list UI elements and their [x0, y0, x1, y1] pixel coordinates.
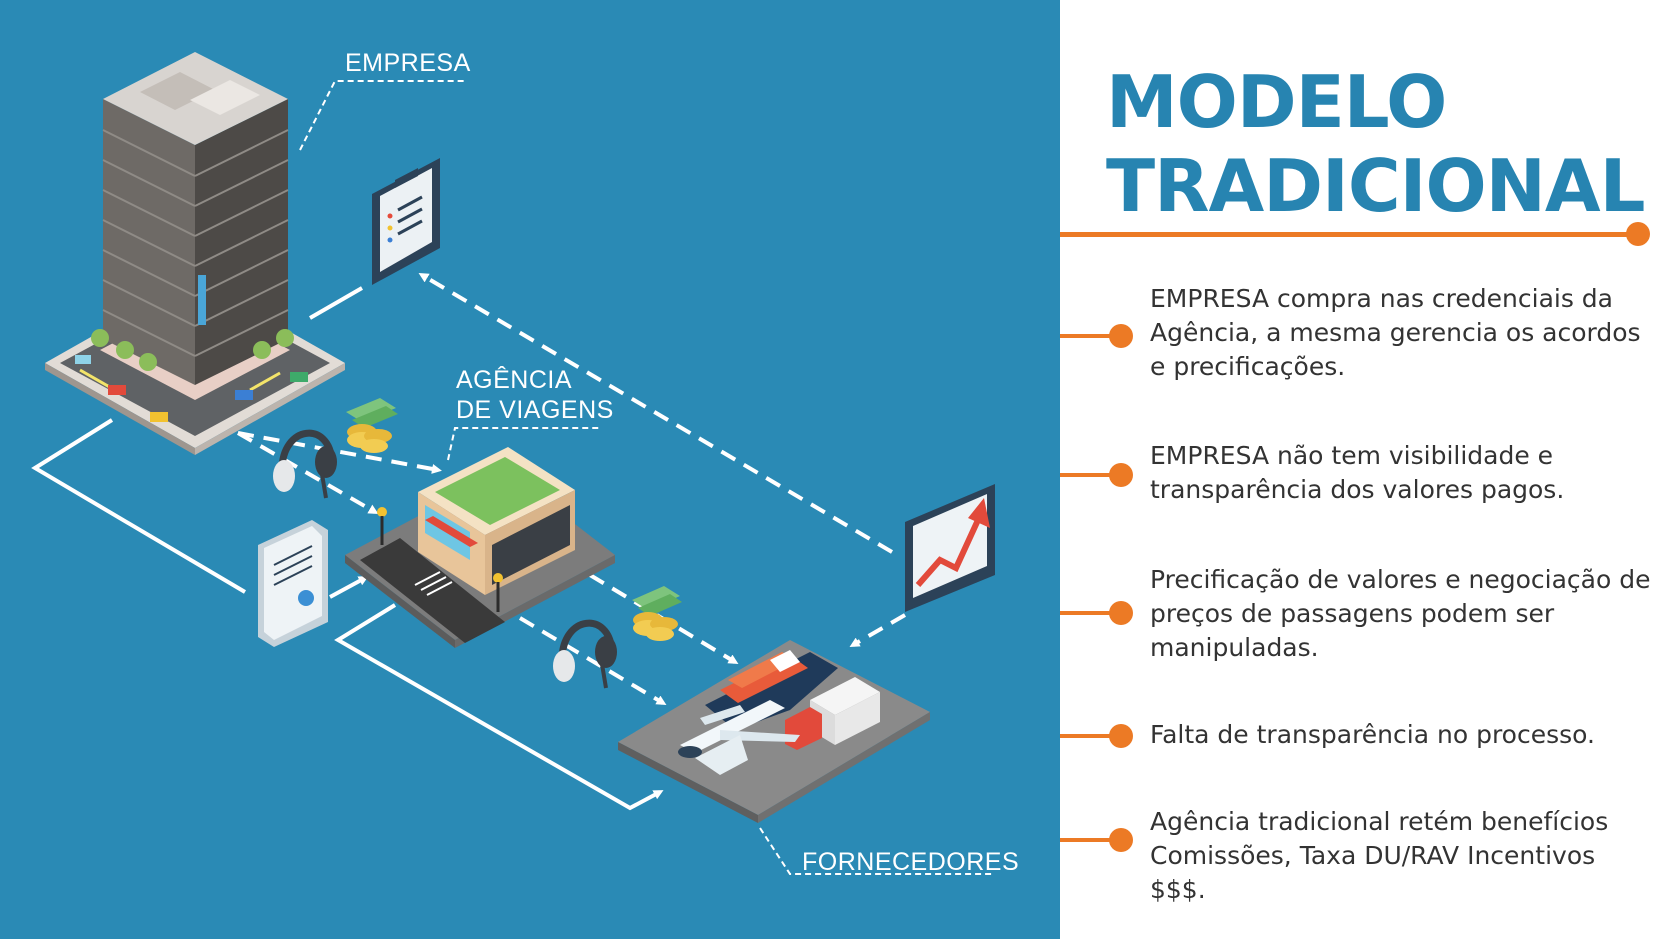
leader-agencia [447, 427, 600, 461]
label-fornecedores: FORNECEDORES [802, 848, 1020, 876]
bullet-dot-icon [1109, 724, 1133, 748]
solid-flow-lines [31, 286, 664, 811]
flow-diagram [31, 52, 995, 875]
diagram-panel: EMPRESA AGÊNCIA DE VIAGENS FORNECEDORES [0, 0, 1060, 939]
title-line-2: TRADICIONAL [1106, 144, 1646, 228]
flow-line-empresa-clipboard [309, 286, 363, 320]
dashed-chart-to-fornecedores [849, 613, 906, 647]
flow-line-agencia-fornecedores [334, 603, 664, 811]
info-panel: MODELO TRADICIONAL EMPRESA compra nas cr… [1060, 0, 1680, 939]
money-icon [346, 398, 398, 453]
label-agencia-line1: AGÊNCIA [456, 366, 573, 394]
label-agencia-line2: DE VIAGENS [456, 396, 614, 424]
bullet-line [1060, 473, 1116, 477]
bullet-line [1060, 734, 1116, 738]
point-text: EMPRESA compra nas credenciais da Agênci… [1150, 284, 1641, 381]
leader-empresa [299, 80, 465, 151]
headset-icon [553, 619, 617, 689]
title-divider-dot [1626, 222, 1650, 246]
bullet-line [1060, 334, 1116, 338]
dashed-empresa-to-agencia-2 [237, 431, 379, 514]
bullet-dot-icon [1109, 463, 1133, 487]
bullet-dot-icon [1109, 324, 1133, 348]
point-text: Precificação de valores e negociação de … [1150, 565, 1651, 662]
dashed-empresa-to-agencia-1 [237, 431, 442, 474]
point-text: Agência tradicional retém benefícios Com… [1150, 807, 1609, 904]
chart-up-icon [905, 484, 995, 612]
label-leaders [299, 80, 992, 875]
headset-icon [273, 429, 337, 499]
title-line-1: MODELO [1106, 60, 1447, 144]
bullet-dot-icon [1109, 601, 1133, 625]
money-icon [632, 586, 682, 641]
bullet-line [1060, 838, 1116, 842]
document-icon [258, 520, 328, 647]
leader-fornecedores [759, 827, 992, 875]
travel-agency-store-icon [345, 447, 615, 648]
clipboard-icon [372, 158, 440, 285]
point-text: EMPRESA não tem visibilidade e transparê… [1150, 441, 1565, 504]
label-empresa: EMPRESA [345, 49, 471, 77]
flow-arrow-document [329, 576, 369, 599]
page-title: MODELO TRADICIONAL [1106, 60, 1646, 228]
point-text: Falta de transparência no processo. [1150, 720, 1595, 749]
bullet-line [1060, 611, 1116, 615]
title-divider [1060, 232, 1634, 237]
dashed-chart-to-clipboard [418, 272, 894, 554]
suppliers-transport-icon [618, 640, 930, 823]
flow-line-empresa-agencia [31, 418, 247, 594]
bullet-dot-icon [1109, 828, 1133, 852]
office-building-icon [45, 52, 345, 455]
dashed-agencia-to-fornecedores-2 [518, 616, 667, 706]
